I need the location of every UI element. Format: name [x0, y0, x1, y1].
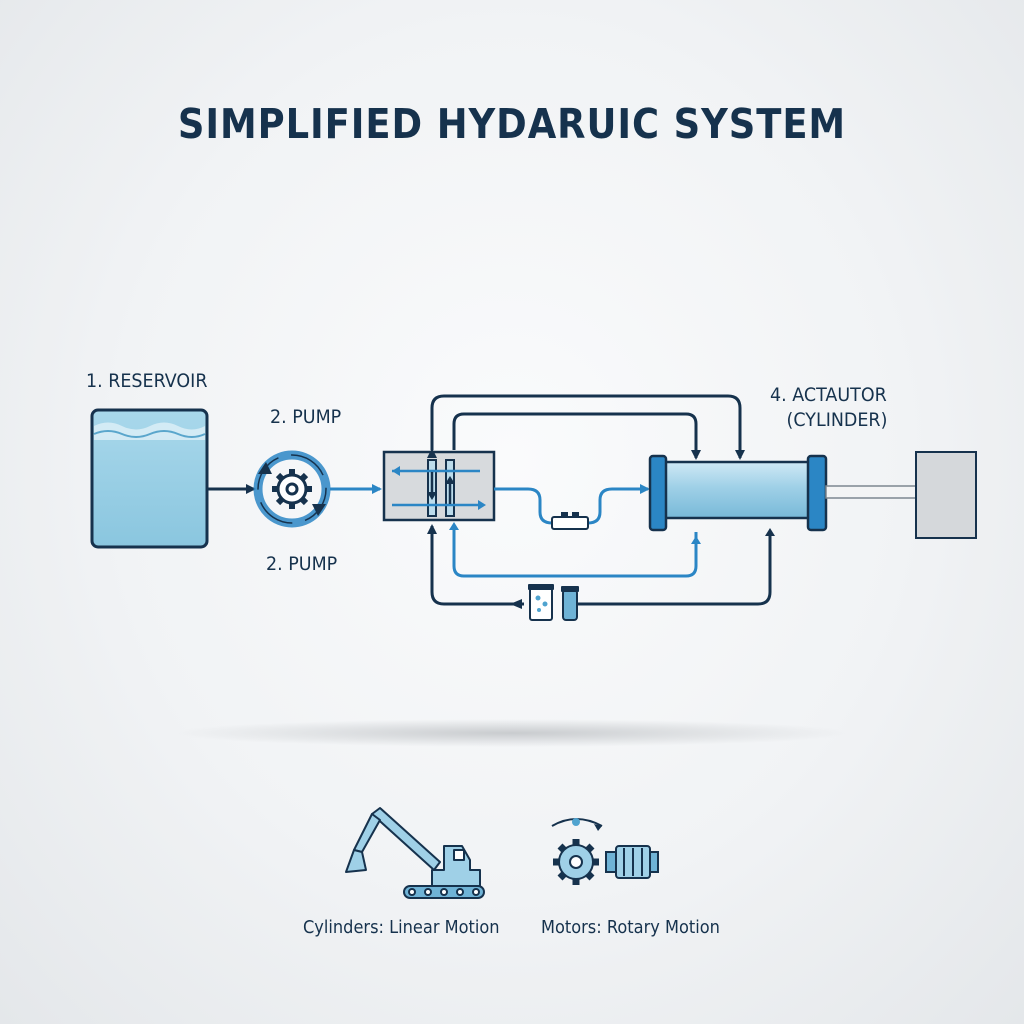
diagram-title: SIMPLIFIED HYDARUIC SYSTEM — [177, 100, 847, 148]
actuator-label-line1: 4. ACTAUTOR — [770, 384, 887, 406]
actuator-label-line2: (CYLINDER) — [786, 409, 888, 431]
reservoir-label: 1. RESERVOIR — [86, 370, 208, 392]
actuator-label: 4. ACTAUTOR (CYLINDER) — [770, 384, 887, 431]
pump-label-top: 2. PUMP — [270, 406, 342, 428]
pump-label-bottom: 2. PUMP — [266, 553, 338, 575]
hydraulic-cylinder-icon — [648, 454, 919, 532]
pump-gear-icon — [253, 450, 331, 528]
return-line-left — [427, 524, 524, 606]
inner-top-line — [452, 412, 701, 460]
outer-top-line — [427, 394, 745, 460]
return-line-arrow — [765, 528, 775, 536]
inline-valve-icon — [551, 512, 589, 530]
load-block-icon — [915, 451, 977, 539]
inner-bottom-arrow-valve — [449, 522, 459, 530]
return-line-right — [578, 532, 772, 606]
motors-caption: Motors: Rotary Motion — [541, 917, 720, 938]
return-arrow-filter — [510, 599, 522, 609]
inner-bottom-arrow — [691, 536, 701, 544]
cylinders-caption: Cylinders: Linear Motion — [303, 917, 500, 938]
floor-shadow — [172, 719, 852, 747]
motor-gear-icon — [551, 818, 659, 885]
inner-bottom-line — [452, 526, 698, 578]
excavator-icon — [345, 807, 485, 899]
reservoir-tank-icon — [90, 408, 209, 549]
valve-block-icon — [382, 450, 496, 522]
filter-icon — [528, 584, 579, 621]
